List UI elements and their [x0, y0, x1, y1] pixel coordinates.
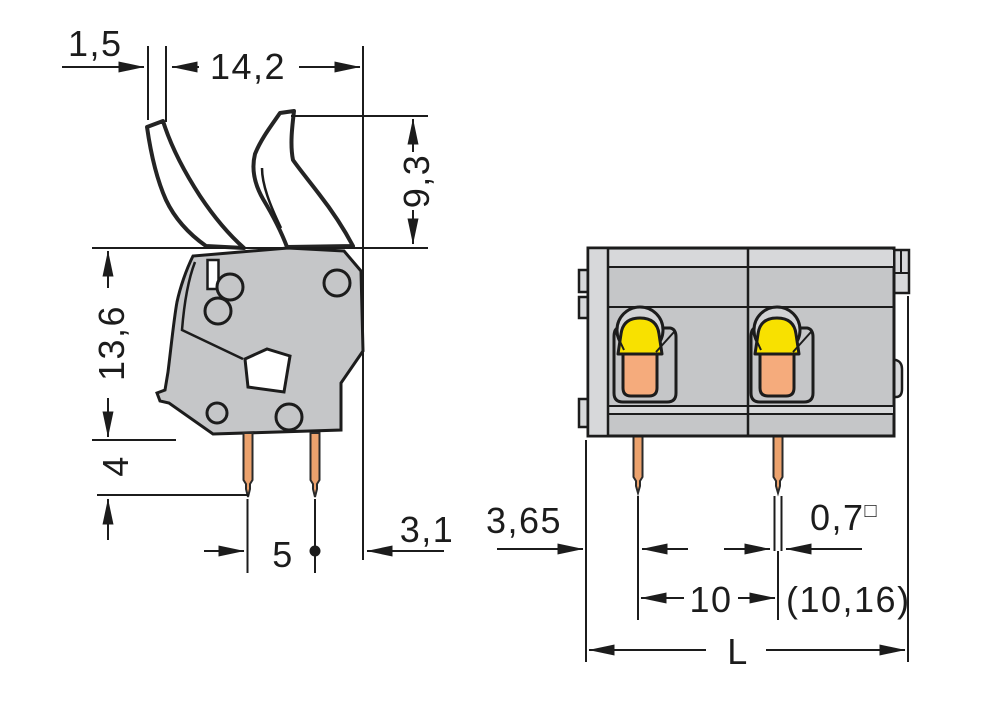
solder-pin	[772, 434, 784, 497]
push-lever-right-slot	[260, 167, 283, 229]
dim-label-pole-pitch-alt: (10,16)	[786, 579, 911, 620]
clamp-recess	[612, 326, 678, 404]
side-view: 1,5 14,2 9,3 13,6 4 5 3,1	[62, 23, 455, 575]
wire-port	[621, 352, 659, 398]
solder-pin	[242, 432, 254, 498]
dim-label-pin-row-spacing: 5	[272, 534, 294, 575]
solder-pin	[309, 432, 321, 498]
spring-flank	[615, 332, 625, 351]
wire-port	[758, 352, 796, 398]
solder-pin	[632, 434, 644, 497]
dim-label-body-height: 13,6	[91, 305, 132, 381]
dim-label-overall-depth: 14,2	[210, 46, 286, 87]
spring-flank	[792, 331, 812, 353]
housing-top-band	[590, 250, 893, 267]
pusher-button	[616, 316, 664, 356]
side-hole	[274, 402, 304, 432]
dim-label-pin-length: 4	[95, 455, 136, 477]
dim-label-pin-cross-section: 0,7□	[810, 497, 878, 538]
dim-label-pole-pitch: 10	[689, 579, 732, 620]
side-body	[155, 246, 365, 436]
dim-dot	[309, 545, 321, 557]
spring-flank	[752, 332, 762, 351]
side-hole	[215, 272, 245, 302]
side-hole	[322, 268, 352, 298]
front-view: 3,65 0,7□ 10 (10,16) L	[486, 246, 911, 672]
side-hole	[203, 296, 233, 326]
clamp-recess	[749, 326, 815, 404]
push-lever-right	[251, 109, 355, 249]
clamp-unit	[612, 305, 678, 404]
push-lever-left	[145, 119, 246, 250]
clamp-unit	[749, 305, 815, 404]
square-symbol: □	[865, 500, 879, 522]
dim-label-edge-to-first-pin: 3,65	[486, 500, 562, 541]
pusher-button	[753, 316, 801, 356]
dim-label-pin-to-edge: 3,1	[400, 509, 455, 550]
dim-label-lever-offset: 1,5	[68, 23, 123, 64]
side-cutout	[243, 347, 292, 394]
housing-bottom-band	[590, 406, 893, 414]
end-plate	[586, 246, 610, 438]
side-body-inner-contour	[180, 261, 244, 361]
dim-label-lever-height: 9,3	[396, 154, 437, 209]
side-body-slot	[206, 258, 220, 291]
side-hole	[205, 401, 229, 425]
spring-flank	[655, 331, 675, 353]
dim-label-overall-length: L	[727, 631, 749, 672]
